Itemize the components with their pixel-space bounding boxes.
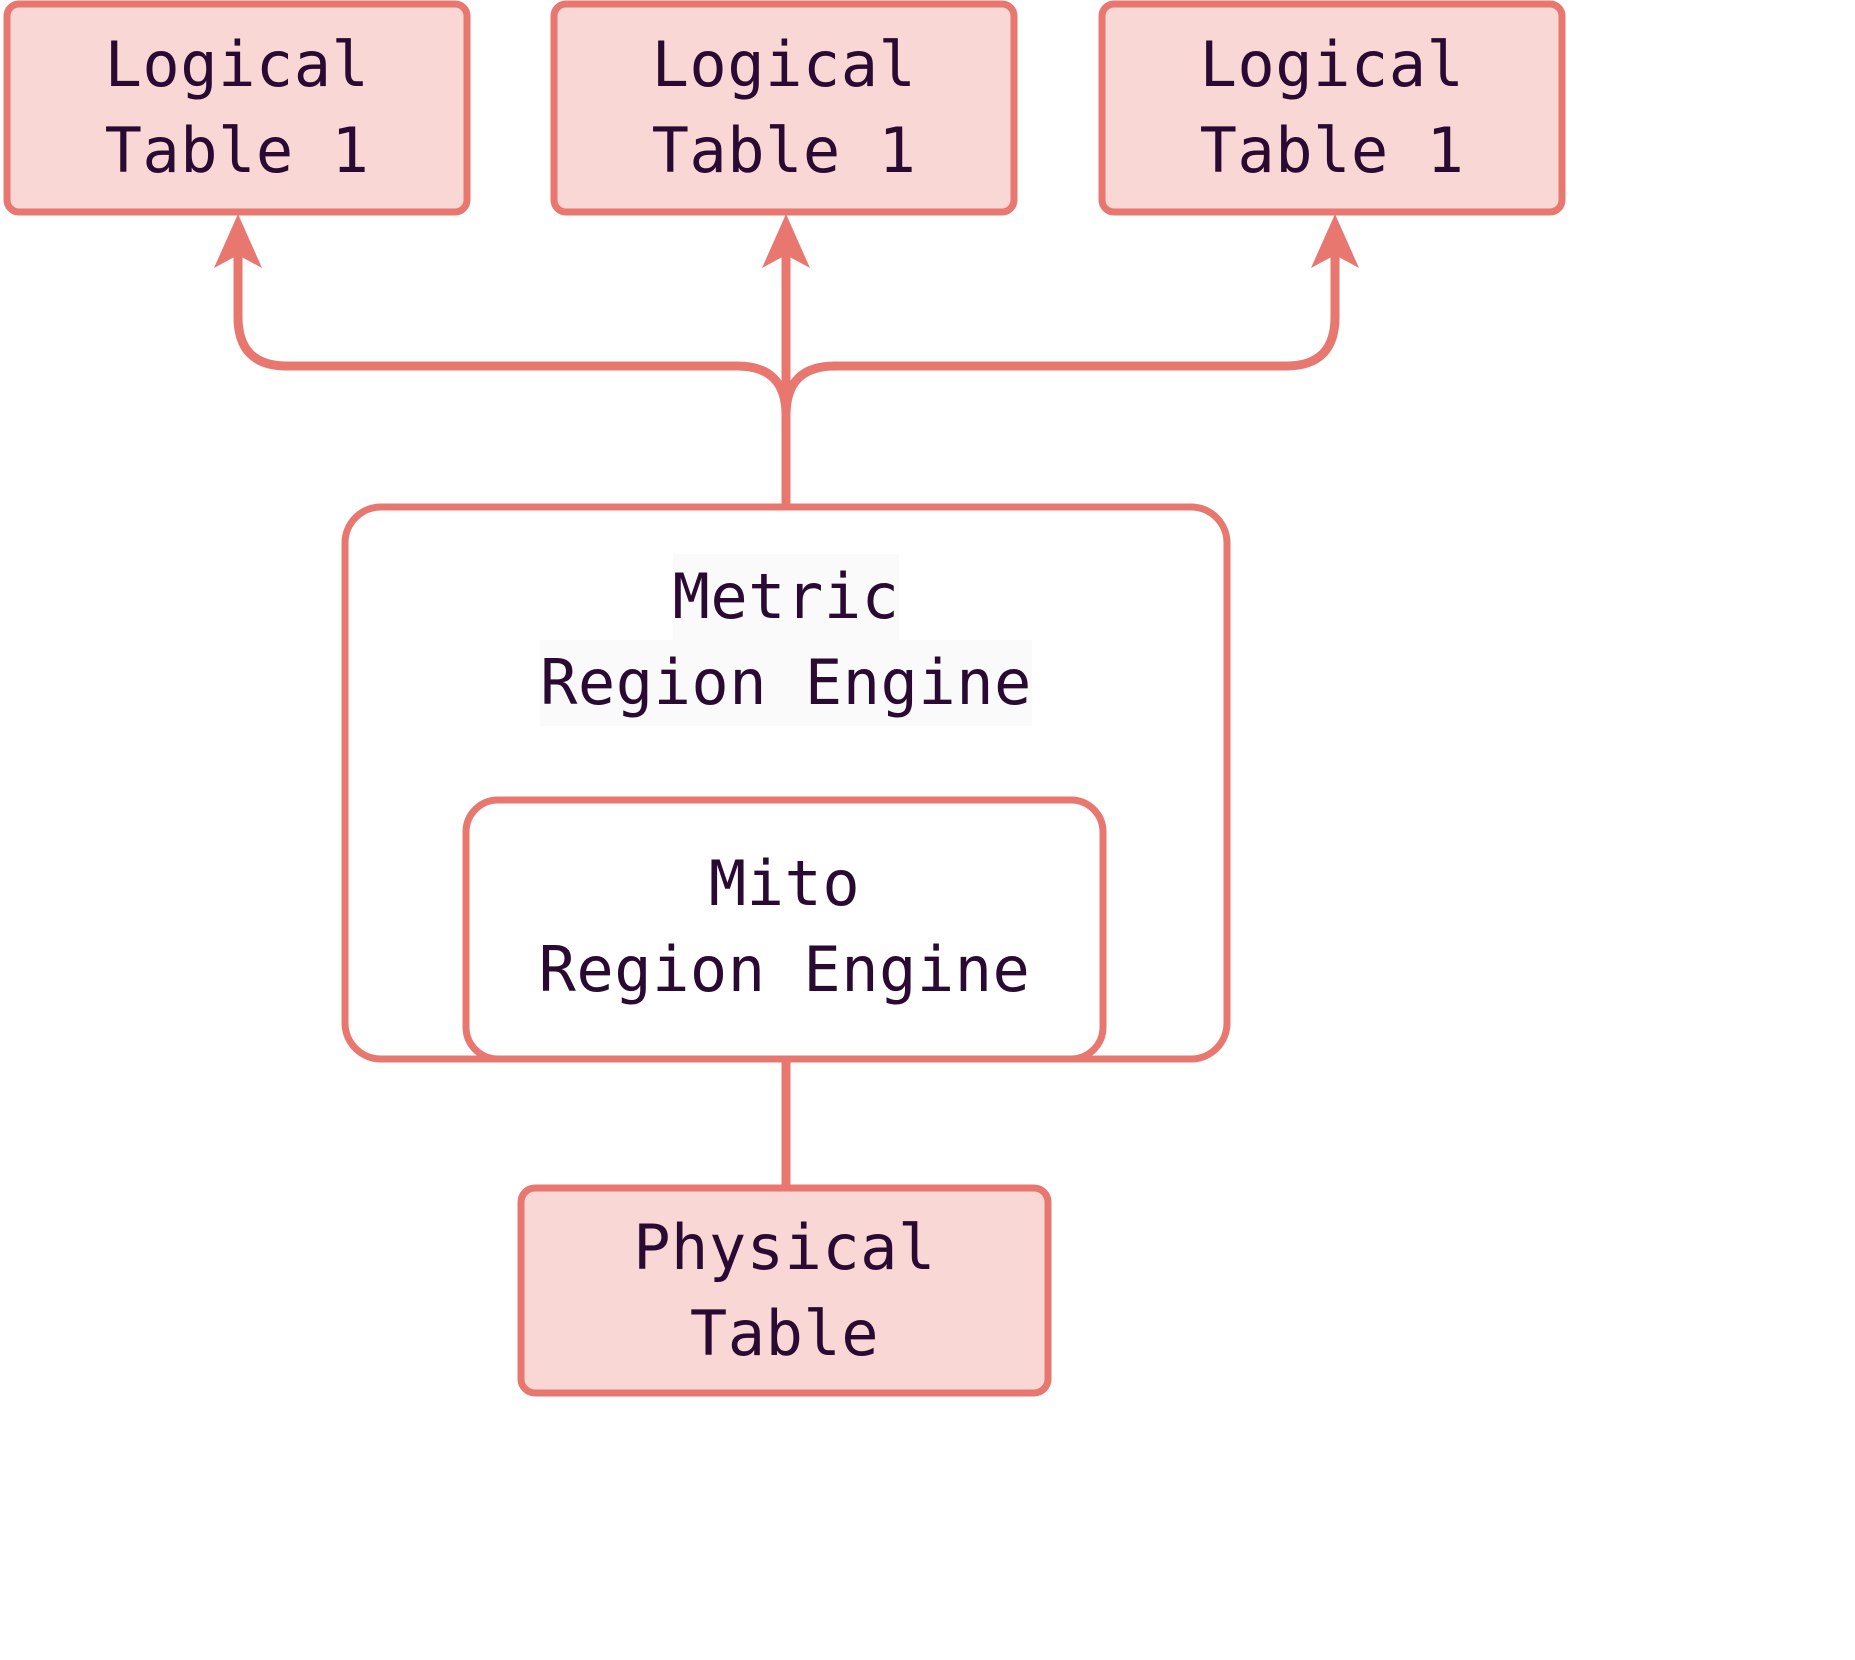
edge-branch-right xyxy=(781,252,1340,416)
mito-region-engine-shape[interactable] xyxy=(462,796,1107,1063)
logical-table-1-a-shape[interactable] xyxy=(3,0,471,216)
edge-branch-left xyxy=(233,252,791,416)
physical-table-shape[interactable] xyxy=(517,1184,1052,1397)
arrowhead-to-logical-table-1-a xyxy=(214,214,262,268)
arrowhead-to-logical-table-1-c xyxy=(1311,214,1359,268)
logical-table-1-c-shape[interactable] xyxy=(1098,0,1566,216)
logical-table-1-b-shape[interactable] xyxy=(550,0,1018,216)
arrowhead-to-logical-table-1-b xyxy=(762,214,810,268)
edge-metric-to-logical-tables xyxy=(233,252,1340,510)
